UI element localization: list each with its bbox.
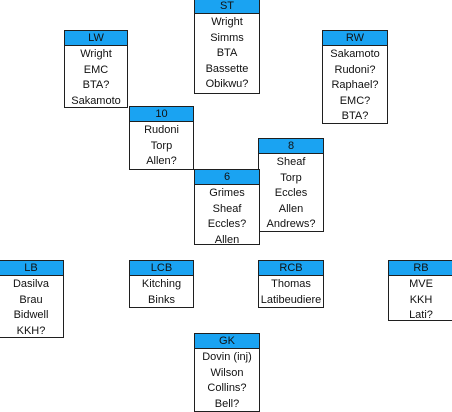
player-name: Sakamoto (323, 47, 387, 63)
position-label: 10 (130, 107, 193, 122)
player-name: Obikwu? (195, 77, 259, 93)
position-label: 6 (195, 170, 259, 185)
player-name: Thomas (259, 277, 323, 293)
player-name: Rudoni (130, 123, 193, 139)
position-label: LCB (130, 261, 193, 276)
player-name: Sakamoto (65, 94, 127, 110)
player-name: Allen? (130, 154, 193, 170)
position-label: RCB (259, 261, 323, 276)
player-name: Eccles (259, 186, 323, 202)
position-label: GK (195, 334, 259, 349)
position-label: RW (323, 31, 387, 46)
player-name: KKH (389, 293, 452, 309)
position-label: LB (0, 261, 63, 276)
player-name: Grimes (195, 186, 259, 202)
player-name: Rudoni? (323, 63, 387, 79)
player-name: Simms (195, 31, 259, 47)
position-label: RB (389, 261, 452, 276)
player-name: Bidwell (0, 308, 63, 324)
player-name: Latibeudiere (259, 293, 323, 309)
player-name: Dovin (inj) (195, 350, 259, 366)
player-name: Binks (130, 293, 193, 309)
player-name: Wright (65, 47, 127, 63)
player-name: MVE (389, 277, 452, 293)
player-name: EMC? (323, 94, 387, 110)
player-name: Allen (195, 233, 259, 249)
position-label: LW (65, 31, 127, 46)
player-name: Lati? (389, 308, 452, 324)
player-name: Torp (259, 171, 323, 187)
player-name: Wright (195, 15, 259, 31)
player-name: KKH? (0, 324, 63, 340)
player-name: Andrews? (259, 217, 323, 233)
player-name: Dasilva (0, 277, 63, 293)
player-name: Wilson (195, 366, 259, 382)
position-label: ST (195, 0, 259, 14)
player-name: Sheaf (259, 155, 323, 171)
player-name: Brau (0, 293, 63, 309)
player-name: BTA? (323, 109, 387, 125)
player-name: Bassette (195, 62, 259, 78)
player-name: Allen (259, 202, 323, 218)
player-name: Collins? (195, 381, 259, 397)
position-label: 8 (259, 139, 323, 154)
player-name: Kitching (130, 277, 193, 293)
player-name: Sheaf (195, 202, 259, 218)
player-name: Eccles? (195, 217, 259, 233)
player-name: Raphael? (323, 78, 387, 94)
player-name: BTA? (65, 78, 127, 94)
player-name: BTA (195, 46, 259, 62)
player-name: EMC (65, 63, 127, 79)
player-name: Torp (130, 139, 193, 155)
